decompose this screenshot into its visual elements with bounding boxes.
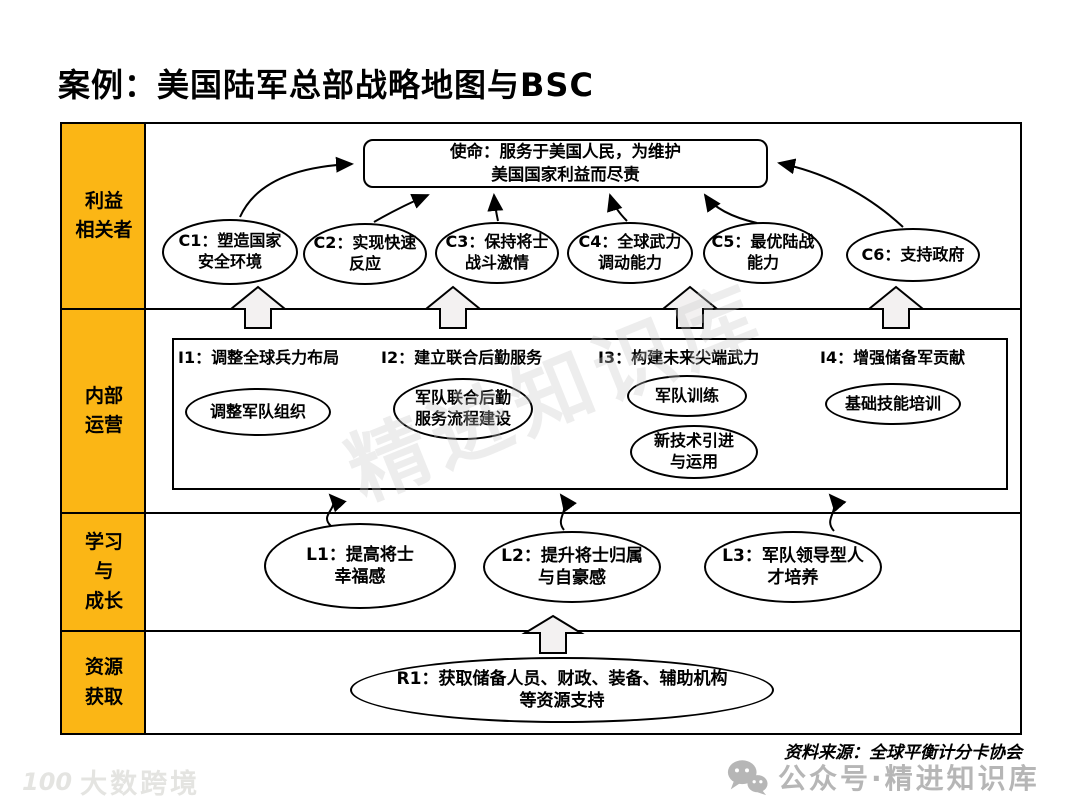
node-army-training: 军队训练 [627,375,747,417]
node-l3: L3：军队领导型人 才培养 [704,531,882,603]
node-basic-skills-training: 基础技能培训 [825,383,961,425]
perspective-internal-ops: 内部 运营 [84,384,123,436]
node-r1: R1：获取储备人员、财政、装备、辅助机构 等资源支持 [350,657,774,723]
internal-ops-box [172,338,1008,490]
dashu-kuajing-logo: 100 大数跨境 [22,762,200,801]
logo-100-mark: 100 [22,767,73,796]
perspective-learning-growth: 学习 与 成长 [84,530,123,612]
page-title: 案例：美国陆军总部战略地图与BSC [58,66,594,104]
source-note: 资料来源：全球平衡计分卡协会 [784,743,1022,763]
mission-box: 使命：服务于美国人民，为维护 美国国家利益而尽责 [363,139,768,188]
header-i3: I3：构建未来尖端武力 [598,348,760,367]
row-divider-1 [62,308,1020,310]
header-i4: I4：增强储备军贡献 [820,348,966,367]
node-joint-logistics: 军队联合后勤 服务流程建设 [393,378,533,440]
strategy-map-frame [60,122,1022,735]
row-divider-3 [62,630,1020,632]
node-c2: C2：实现快速 反应 [303,223,427,285]
node-c6: C6：支持政府 [846,228,980,282]
row-divider-2 [62,512,1020,514]
wechat-watermark-label: 公众号·精进知识库 [778,762,1040,795]
wechat-icon [727,760,768,796]
node-c4: C4：全球武力 调动能力 [567,222,693,284]
header-i2: I2：建立联合后勤服务 [381,348,543,367]
node-l1: L1：提高将士 幸福感 [264,523,456,609]
wechat-watermark: 公众号·精进知识库 [726,757,1040,797]
logo-text: 大数跨境 [80,769,201,800]
perspective-stakeholders: 利益 相关者 [75,189,133,241]
node-c5: C5：最优陆战 能力 [703,222,823,284]
node-new-technology: 新技术引进 与运用 [630,425,758,479]
header-i1: I1：调整全球兵力布局 [178,348,340,367]
node-adjust-army-org: 调整军队组织 [185,388,331,436]
node-l2: L2：提升将士归属 与自豪感 [483,531,661,603]
node-c1: C1：塑造国家 安全环境 [162,219,298,285]
perspective-resource-acquisition: 资源 获取 [84,656,123,708]
node-c3: C3：保持将士 战斗激情 [435,222,559,284]
